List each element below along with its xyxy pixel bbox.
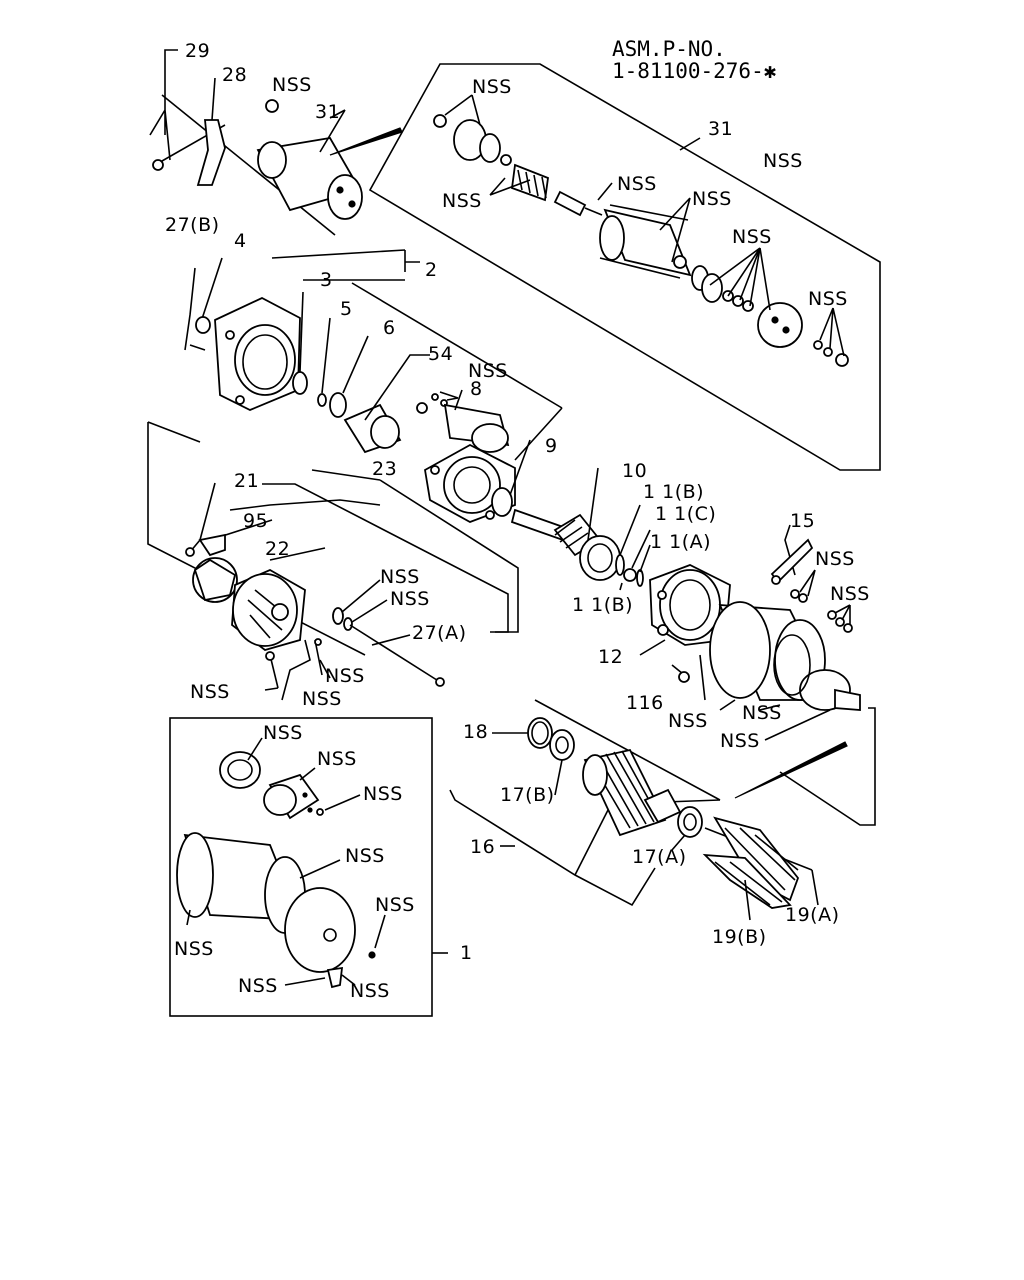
callout-nss: NSS: [742, 702, 782, 724]
callout-15: 15: [790, 510, 816, 532]
callout-3: 3: [320, 269, 333, 291]
callout-27b: 27(B): [165, 214, 220, 236]
callout-8: 8: [470, 378, 483, 400]
callout-1: 1: [460, 942, 473, 964]
callout-11b: 1 1(B): [572, 594, 634, 616]
callout-18: 18: [463, 721, 489, 743]
callout-nss: NSS: [468, 360, 508, 382]
callout-11c: 1 1(C): [655, 503, 717, 525]
callout-11b: 1 1(B): [643, 481, 705, 503]
callout-nss: NSS: [442, 190, 482, 212]
callout-nss: NSS: [363, 783, 403, 805]
callout-6: 6: [383, 317, 396, 339]
callout-31: 31: [315, 101, 341, 123]
brush-cage-group: [702, 816, 819, 921]
callout-nss: NSS: [380, 566, 420, 588]
callout-nss: NSS: [815, 548, 855, 570]
callout-12: 12: [598, 646, 624, 668]
callout-31: 31: [708, 118, 734, 140]
callout-nss: NSS: [238, 975, 278, 997]
callout-23: 23: [372, 458, 398, 480]
callout-nss: NSS: [325, 665, 365, 687]
callout-nss: NSS: [174, 938, 214, 960]
callout-21: 21: [234, 470, 260, 492]
callout-2: 2: [425, 259, 438, 281]
callout-17a: 17(A): [632, 846, 687, 868]
callout-nss: NSS: [732, 226, 772, 248]
callout-22: 22: [265, 538, 291, 560]
callout-nss: NSS: [617, 173, 657, 195]
callout-nss: NSS: [763, 150, 803, 172]
callout-16: 16: [470, 836, 496, 858]
callout-54: 54: [428, 343, 454, 365]
callout-9: 9: [545, 435, 558, 457]
solenoid-inset-frame: [368, 63, 881, 471]
callout-5: 5: [340, 298, 353, 320]
callout-28: 28: [222, 64, 248, 86]
callout-nss: NSS: [272, 74, 312, 96]
callout-nss: NSS: [317, 748, 357, 770]
callout-27a: 27(A): [412, 622, 467, 644]
callout-nss: NSS: [345, 845, 385, 867]
callout-nss: NSS: [692, 188, 732, 210]
callout-nss: NSS: [190, 681, 230, 703]
callout-19a: 19(A): [785, 904, 840, 926]
assembly-part-number-label: ASM.P-NO. 1-81100-276-✱: [612, 38, 776, 82]
callout-11a: 1 1(A): [650, 531, 712, 553]
callout-19b: 19(B): [712, 926, 767, 948]
callout-nss: NSS: [375, 894, 415, 916]
callout-4: 4: [234, 230, 247, 252]
callout-nss: NSS: [263, 722, 303, 744]
callout-nss: NSS: [390, 588, 430, 610]
assembly-number: 1-81100-276-✱: [612, 59, 777, 84]
rear-frame-group: [185, 482, 509, 701]
callout-95: 95: [243, 510, 269, 532]
front-housing-group: [184, 249, 563, 523]
solenoid-lever-group: [149, 49, 403, 236]
callout-nss: NSS: [350, 980, 390, 1002]
callout-nss: NSS: [302, 688, 342, 710]
callout-10: 10: [622, 460, 648, 482]
callout-nss: NSS: [808, 288, 848, 310]
assembly-title: ASM.P-NO.: [612, 37, 726, 61]
callout-17b: 17(B): [500, 784, 555, 806]
callout-nss: NSS: [668, 710, 708, 732]
callout-nss: NSS: [720, 730, 760, 752]
yoke-group: [699, 524, 876, 826]
field-kit-box: [169, 717, 448, 1017]
callout-nss: NSS: [830, 583, 870, 605]
armature-group: [449, 699, 721, 907]
callout-29: 29: [185, 40, 211, 62]
callout-116: 116: [626, 692, 664, 714]
callout-nss: NSS: [472, 76, 512, 98]
